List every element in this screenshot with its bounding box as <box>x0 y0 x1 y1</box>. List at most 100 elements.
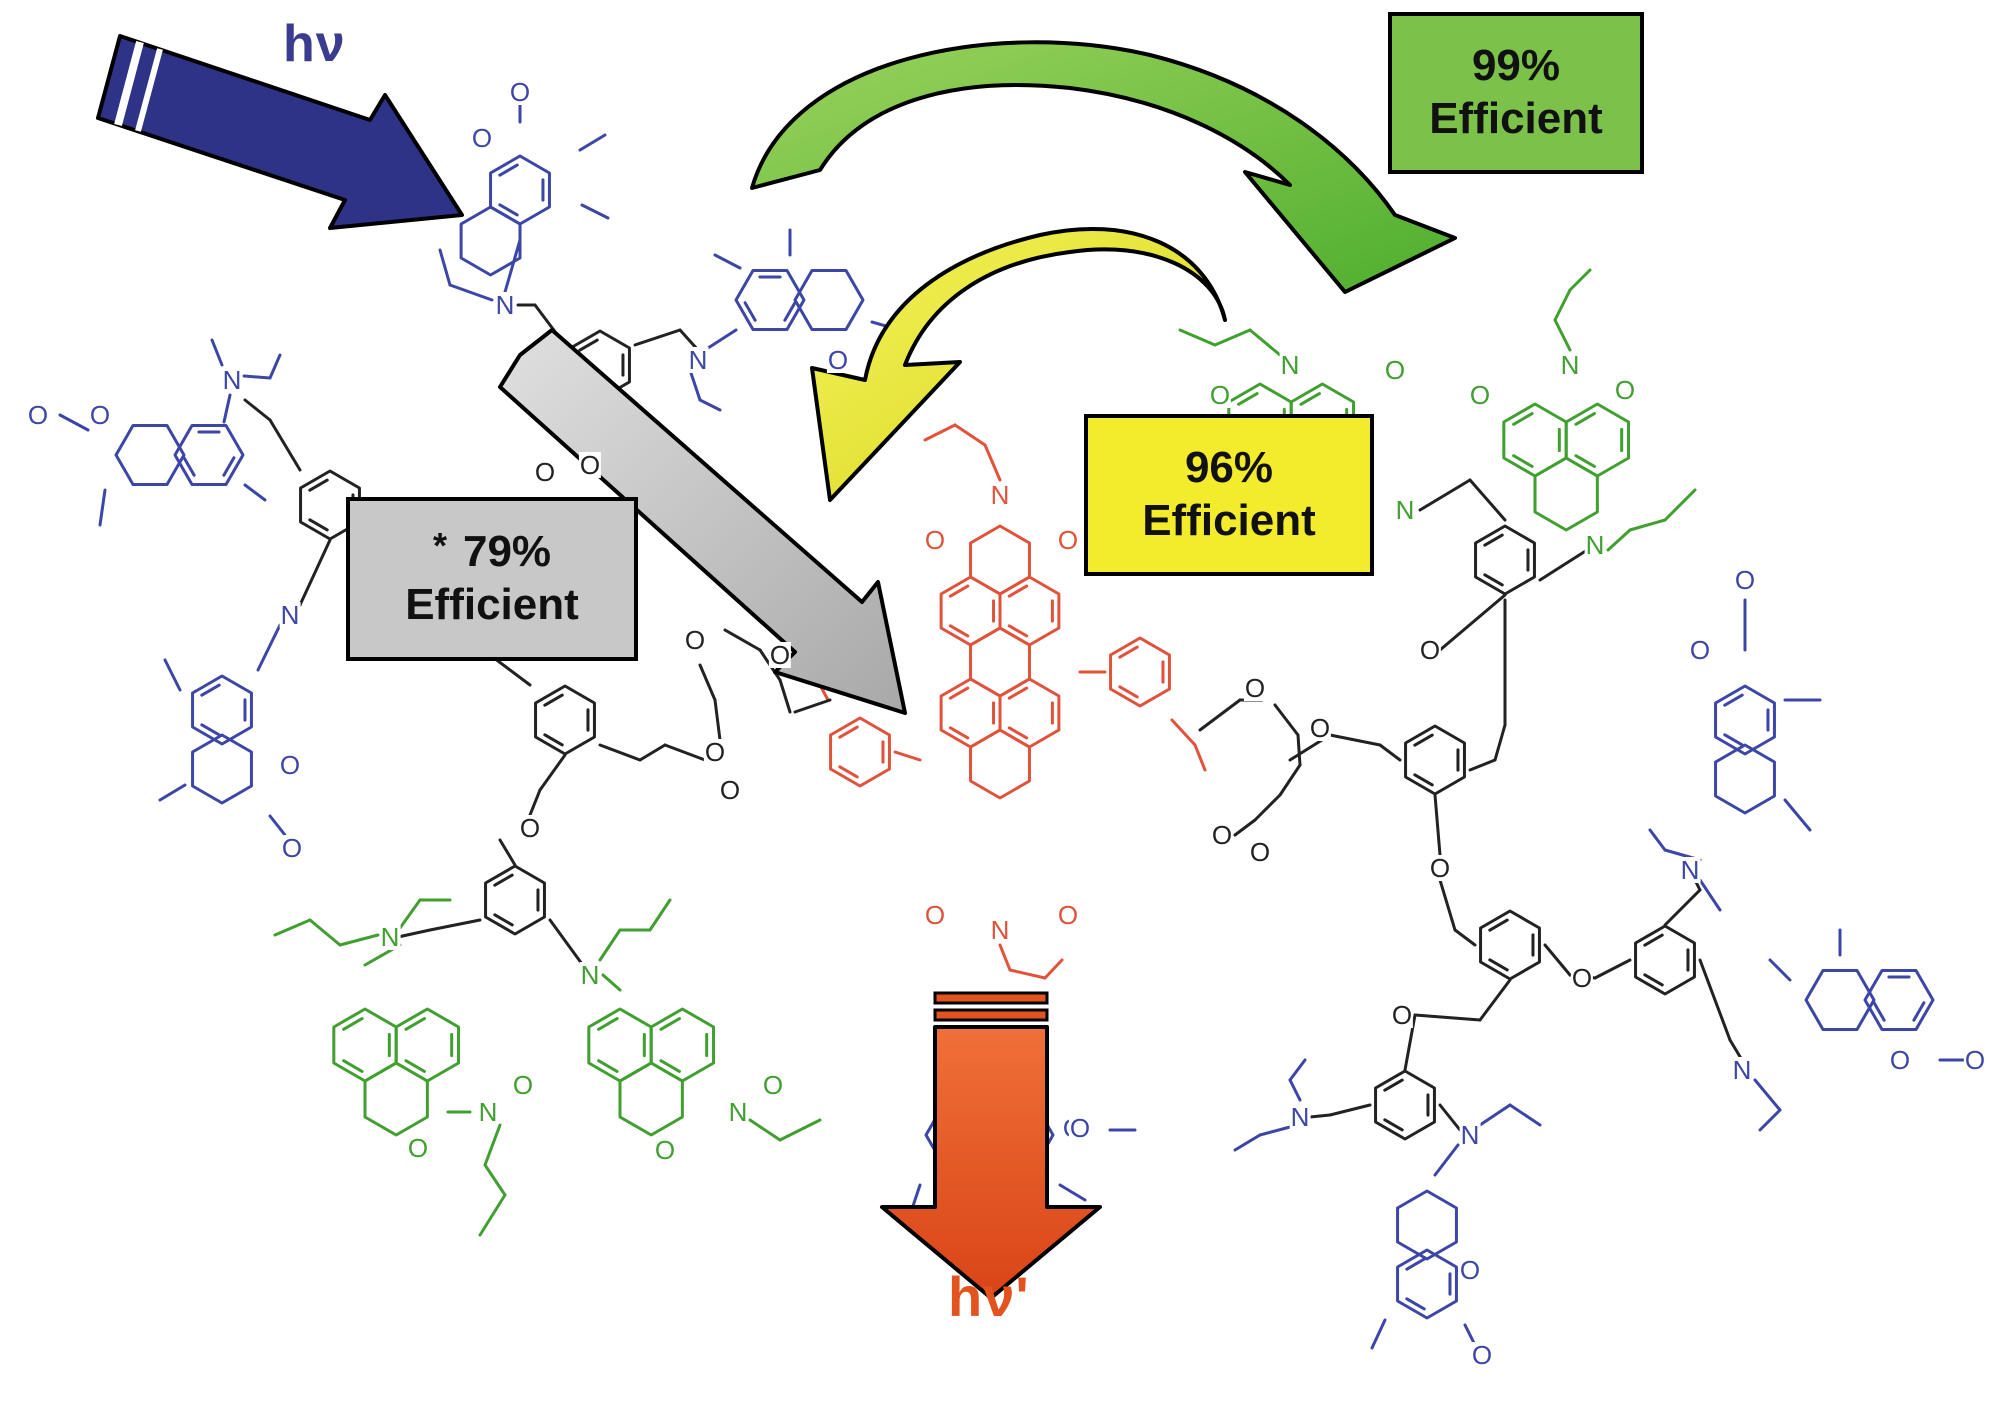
bond <box>778 678 792 714</box>
double-bond <box>1488 918 1509 932</box>
double-bond <box>1007 624 1029 638</box>
efficiency-box-99: 99% Efficient <box>1388 12 1644 174</box>
bond <box>1198 698 1242 732</box>
double-bond <box>578 338 599 352</box>
bond <box>478 1193 507 1237</box>
oxygen-atom-label: O <box>703 737 727 767</box>
bond <box>1698 958 1732 1042</box>
ring <box>1502 402 1568 478</box>
double-bond <box>498 203 519 217</box>
bond <box>1433 793 1442 857</box>
double-bond <box>1007 686 1029 700</box>
nitrogen-atom-label: N <box>1279 350 1301 380</box>
oxygen-atom-label: O <box>26 400 50 430</box>
bond <box>1233 818 1257 837</box>
bond <box>1783 798 1812 832</box>
nitrogen-atom-label: N <box>494 290 516 320</box>
bond <box>688 368 702 402</box>
double-bond <box>948 686 970 700</box>
bond <box>1058 1183 1087 1202</box>
ring <box>1714 684 1776 756</box>
bond <box>1328 733 1382 747</box>
oxygen-atom-label: O <box>1383 355 1407 385</box>
double-bond <box>543 733 564 747</box>
oxygen-atom-label: O <box>1688 635 1712 665</box>
ring <box>1714 743 1776 815</box>
bond <box>1493 723 1507 762</box>
double-bond <box>1118 645 1139 659</box>
double-bond <box>1512 412 1534 426</box>
ring <box>969 728 1031 800</box>
oxygen-atom-label: O <box>1210 820 1234 850</box>
oxygen-atom-label: O <box>1458 1255 1482 1285</box>
double-bond <box>1118 685 1139 699</box>
bond <box>58 413 90 432</box>
bond <box>1328 1103 1372 1117</box>
bond <box>713 253 742 270</box>
bond <box>98 488 107 527</box>
ring <box>1374 1069 1436 1141</box>
nitrogen-atom-label: N <box>579 960 601 990</box>
bond <box>1248 328 1282 357</box>
double-bond <box>948 726 970 740</box>
double-bond <box>1383 1118 1404 1132</box>
bond <box>528 788 542 817</box>
oxygen-atom-label: O <box>923 900 947 930</box>
bond <box>1438 1103 1462 1132</box>
bond <box>703 328 738 352</box>
oxygen-atom-label: O <box>1733 565 1757 595</box>
efficiency-word: Efficient <box>1142 496 1316 545</box>
bond <box>1478 1103 1512 1127</box>
oxygen-atom-label: O <box>1468 380 1492 410</box>
bond <box>633 328 682 347</box>
bond <box>1553 318 1572 352</box>
double-bond <box>342 1059 364 1073</box>
double-bond <box>1872 1001 1886 1022</box>
ring <box>649 1007 716 1083</box>
oxygen-atom-label: O <box>761 1070 785 1100</box>
bond <box>663 743 707 762</box>
bond <box>1193 743 1207 772</box>
bond <box>438 248 452 287</box>
oxygen-atom-label: O <box>278 750 302 780</box>
double-bond <box>1512 454 1534 468</box>
double-bond <box>1643 973 1664 987</box>
ring <box>1533 456 1599 532</box>
bond <box>1370 1318 1387 1350</box>
ring <box>1479 909 1541 981</box>
nitrogen-atom-label: N <box>1731 1055 1753 1085</box>
oxygen-atom-label: O <box>1390 1000 1414 1030</box>
bond <box>1463 1323 1477 1347</box>
ring <box>1474 524 1536 596</box>
bond <box>1043 958 1064 980</box>
bond <box>1288 1058 1307 1082</box>
ring <box>587 1007 653 1083</box>
oxygen-atom-label: O <box>533 457 557 487</box>
bond <box>396 928 432 939</box>
bond <box>1413 1013 1482 1022</box>
bond <box>428 918 482 932</box>
double-bond <box>1574 454 1596 468</box>
bond <box>1553 288 1572 322</box>
double-bond <box>404 1059 426 1073</box>
double-bond <box>659 1017 681 1031</box>
ring <box>618 1061 684 1137</box>
bond <box>1663 888 1702 927</box>
bond <box>793 698 832 714</box>
oxygen-atom-label: O <box>508 77 532 107</box>
oxygen-atom-label: O <box>1248 837 1272 867</box>
oxygen-atom-label: O <box>280 833 304 863</box>
bond <box>338 933 380 947</box>
bond <box>1593 958 1632 980</box>
ring <box>484 864 546 936</box>
double-bond <box>404 1017 426 1031</box>
bond <box>678 328 700 352</box>
double-bond <box>1723 733 1744 747</box>
bond <box>1543 943 1572 977</box>
ring <box>734 269 806 331</box>
double-bond <box>838 725 859 739</box>
ring <box>1396 1189 1458 1261</box>
green-transfer-arrow <box>750 40 1457 294</box>
ring <box>191 733 253 805</box>
